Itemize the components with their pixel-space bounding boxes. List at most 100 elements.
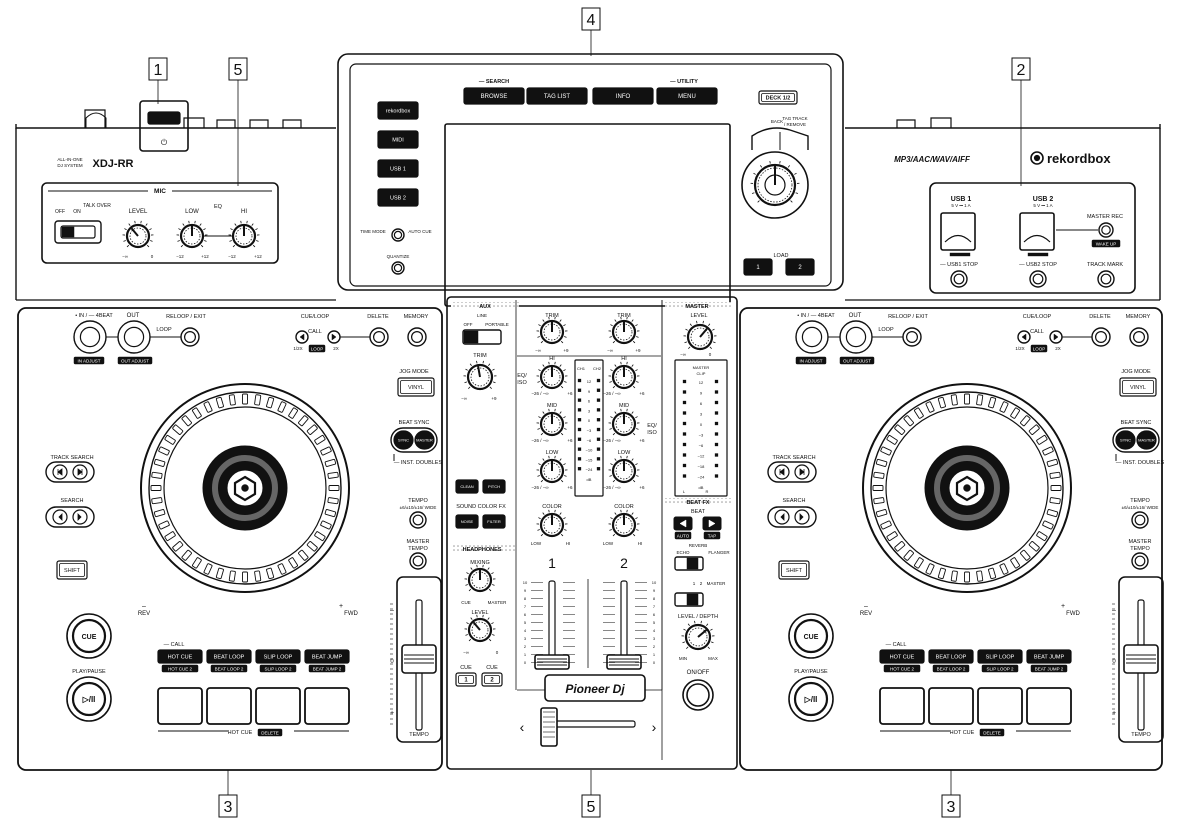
deck2-sync-button[interactable]: [1115, 430, 1136, 450]
deck1-performance-pad-3[interactable]: [255, 687, 301, 725]
ch2-low-knob[interactable]: [608, 455, 640, 484]
deck1-jog-platter[interactable]: [163, 406, 327, 570]
time-mode-button[interactable]: [391, 228, 405, 242]
usb1-stop-button[interactable]: [950, 270, 968, 288]
track-mark-button[interactable]: [1097, 270, 1115, 288]
deck2-master-tempo-button[interactable]: [1131, 552, 1149, 570]
menu-button[interactable]: [656, 87, 718, 105]
deck2-slip-loop-mode-button[interactable]: [977, 649, 1023, 664]
deck1-track-search-next[interactable]: [72, 464, 88, 480]
deck2-shift-button[interactable]: [778, 560, 810, 580]
ch2-hi-knob[interactable]: [608, 361, 640, 390]
back-tag-buttons[interactable]: [751, 127, 809, 150]
deck2-loop-out-button[interactable]: [839, 320, 873, 354]
deck1-loop-in-button[interactable]: [73, 320, 107, 354]
tag-list-button[interactable]: [526, 87, 588, 105]
deck2-loop-in-button[interactable]: [795, 320, 829, 354]
deck1-cue-button[interactable]: [71, 618, 107, 654]
deck2-reloop-button[interactable]: [902, 327, 922, 347]
fx-type-selector[interactable]: [674, 556, 704, 571]
deck1-play-pause-button[interactable]: [71, 681, 107, 717]
deck2-delete-button[interactable]: [1091, 327, 1111, 347]
deck1-call-prev-button[interactable]: [295, 330, 309, 344]
headphones-mixing-knob[interactable]: [464, 564, 496, 593]
mic-low-knob[interactable]: [176, 220, 208, 249]
deck2-play-pause-button[interactable]: [793, 681, 829, 717]
deck1-search-back[interactable]: [52, 509, 68, 525]
deck2-jog-platter[interactable]: [885, 406, 1049, 570]
deck2-performance-pad-3[interactable]: [977, 687, 1023, 725]
ch2-color-knob[interactable]: [608, 509, 640, 538]
deck1-master-tempo-button[interactable]: [409, 552, 427, 570]
headphone-cue-1-button[interactable]: [455, 672, 477, 687]
master-level-knob[interactable]: [683, 320, 717, 351]
deck1-shift-button[interactable]: [56, 560, 88, 580]
deck2-track-search-next[interactable]: [794, 464, 810, 480]
aux-switch[interactable]: [462, 329, 502, 345]
headphones-level-knob[interactable]: [464, 614, 496, 643]
midi-button[interactable]: [377, 130, 419, 149]
deck2-performance-pad-4[interactable]: [1026, 687, 1072, 725]
deck1-master-button[interactable]: [414, 430, 435, 450]
deck1-beat-loop-mode-button[interactable]: [206, 649, 252, 664]
usb1-button[interactable]: [377, 159, 419, 178]
deck1-performance-pad-2[interactable]: [206, 687, 252, 725]
deck1-loop-out-button[interactable]: [117, 320, 151, 354]
pitch-fx-button[interactable]: [482, 479, 506, 494]
deck1-performance-pad-1[interactable]: [157, 687, 203, 725]
quantize-button[interactable]: [391, 261, 405, 275]
ch1-mid-knob[interactable]: [536, 408, 568, 437]
deck1-sync-button[interactable]: [393, 430, 414, 450]
mic-level-knob[interactable]: [122, 220, 154, 249]
deck1-memory-button[interactable]: [407, 327, 427, 347]
deck1-slip-loop-mode-button[interactable]: [255, 649, 301, 664]
load-2-button[interactable]: [785, 258, 815, 276]
deck1-tempo-range-button[interactable]: [409, 511, 427, 529]
deck2-beat-jump-mode-button[interactable]: [1026, 649, 1072, 664]
deck2-vinyl-button[interactable]: [1119, 377, 1157, 397]
deck2-call-prev-button[interactable]: [1017, 330, 1031, 344]
ch2-mid-knob[interactable]: [608, 408, 640, 437]
deck2-memory-button[interactable]: [1129, 327, 1149, 347]
noise-fx-button[interactable]: [455, 514, 479, 529]
level-depth-knob[interactable]: [681, 620, 715, 651]
ch2-trim-knob[interactable]: [608, 316, 640, 345]
deck2-search-fwd[interactable]: [794, 509, 810, 525]
deck1-delete-button[interactable]: [369, 327, 389, 347]
clean-fx-button[interactable]: [455, 479, 479, 494]
headphone-cue-2-button[interactable]: [481, 672, 503, 687]
info-button[interactable]: [592, 87, 654, 105]
usb2-port[interactable]: [1019, 212, 1055, 251]
deck2-tempo-range-button[interactable]: [1131, 511, 1149, 529]
deck1-track-search-prev[interactable]: [52, 464, 68, 480]
deck-select-button[interactable]: [758, 90, 798, 105]
ch1-low-knob[interactable]: [536, 455, 568, 484]
load-1-button[interactable]: [743, 258, 773, 276]
deck1-beat-jump-mode-button[interactable]: [304, 649, 350, 664]
beat-fx-on-off-button[interactable]: [686, 683, 710, 707]
deck2-beat-loop-mode-button[interactable]: [928, 649, 974, 664]
ch1-color-knob[interactable]: [536, 509, 568, 538]
master-rec-button[interactable]: [1098, 222, 1114, 238]
browse-button[interactable]: [463, 87, 525, 105]
usb1-port[interactable]: [940, 212, 976, 251]
ch1-trim-knob[interactable]: [536, 316, 568, 345]
deck1-reloop-button[interactable]: [180, 327, 200, 347]
deck2-track-search-prev[interactable]: [774, 464, 790, 480]
deck1-vinyl-button[interactable]: [397, 377, 435, 397]
deck2-performance-pad-2[interactable]: [928, 687, 974, 725]
ch1-hi-knob[interactable]: [536, 361, 568, 390]
filter-fx-button[interactable]: [482, 514, 506, 529]
deck1-search-fwd[interactable]: [72, 509, 88, 525]
power-button[interactable]: [147, 111, 181, 125]
deck2-performance-pad-1[interactable]: [879, 687, 925, 725]
usb2-stop-button[interactable]: [1029, 270, 1047, 288]
fx-channel-selector[interactable]: [674, 592, 704, 607]
deck1-performance-pad-4[interactable]: [304, 687, 350, 725]
rekordbox-button[interactable]: [377, 101, 419, 120]
mic-hi-knob[interactable]: [228, 220, 260, 249]
aux-trim-knob[interactable]: [463, 360, 497, 391]
deck2-hot-cue-mode-button[interactable]: [879, 649, 925, 664]
rotary-selector-knob[interactable]: [750, 160, 800, 207]
deck2-cue-button[interactable]: [793, 618, 829, 654]
